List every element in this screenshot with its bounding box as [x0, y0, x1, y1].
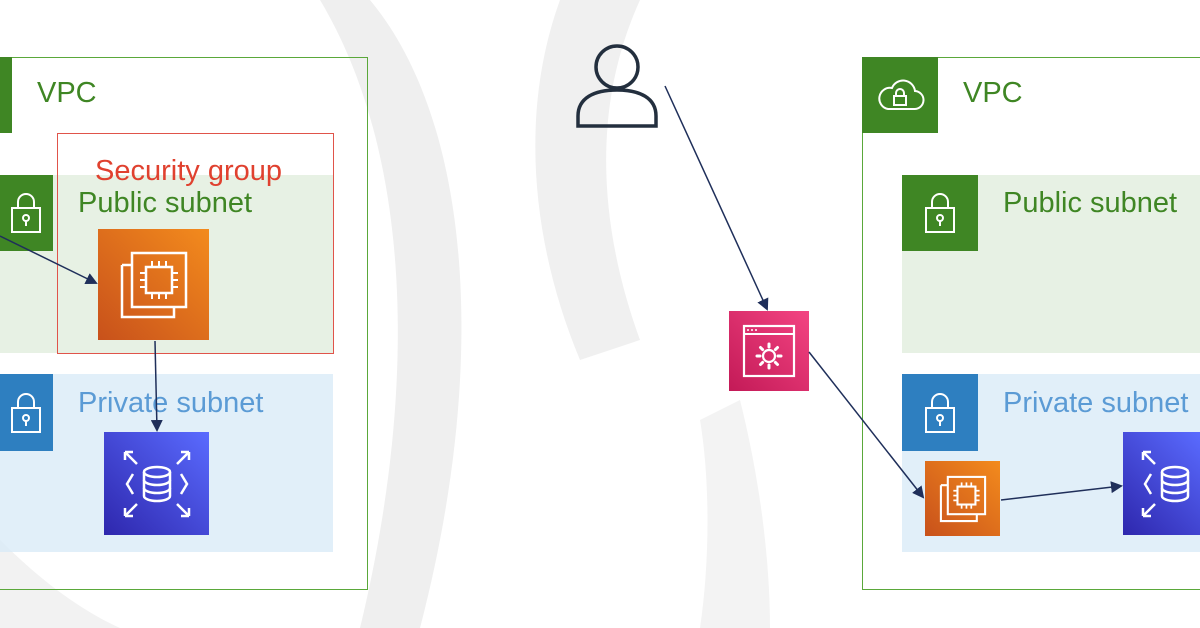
left-ec2-instance[interactable] — [98, 229, 209, 340]
right-ec2-instance[interactable] — [925, 461, 1000, 536]
left-private-subnet-label: Private subnet — [78, 387, 264, 419]
left-vpc-box — [0, 57, 368, 590]
api-gateway-icon — [742, 324, 796, 378]
rds-database-icon — [1141, 450, 1190, 517]
api-gateway[interactable] — [729, 311, 809, 391]
vpc-cloud-lock-icon — [878, 79, 925, 111]
right-vpc-label: VPC — [963, 77, 1023, 109]
subnet-lock-icon — [925, 392, 955, 433]
right-rds-database[interactable] — [1123, 432, 1200, 535]
right-vpc-badge — [862, 57, 938, 133]
right-public-subnet-lock-badge — [902, 175, 978, 251]
subnet-lock-icon — [925, 193, 955, 233]
right-public-subnet-label: Public subnet — [1003, 187, 1178, 219]
subnet-lock-icon — [10, 392, 41, 433]
ec2-instance-icon — [120, 251, 187, 318]
right-private-subnet-label: Private subnet — [1003, 387, 1189, 419]
left-vpc-label: VPC — [37, 77, 97, 109]
right-private-subnet-lock-badge — [902, 374, 978, 451]
ec2-instance-icon — [939, 475, 986, 522]
user-icon — [576, 44, 658, 128]
right-vpc-box — [862, 57, 1200, 590]
subnet-lock-icon — [10, 193, 41, 233]
security-group-label: Security group — [95, 155, 282, 187]
left-rds-database[interactable] — [104, 432, 209, 535]
left-vpc-badge — [0, 57, 12, 133]
left-public-subnet-lock-badge — [0, 175, 53, 251]
rds-database-icon — [123, 450, 190, 517]
left-public-subnet-label: Public subnet — [78, 187, 253, 219]
left-private-subnet-lock-badge — [0, 374, 53, 451]
